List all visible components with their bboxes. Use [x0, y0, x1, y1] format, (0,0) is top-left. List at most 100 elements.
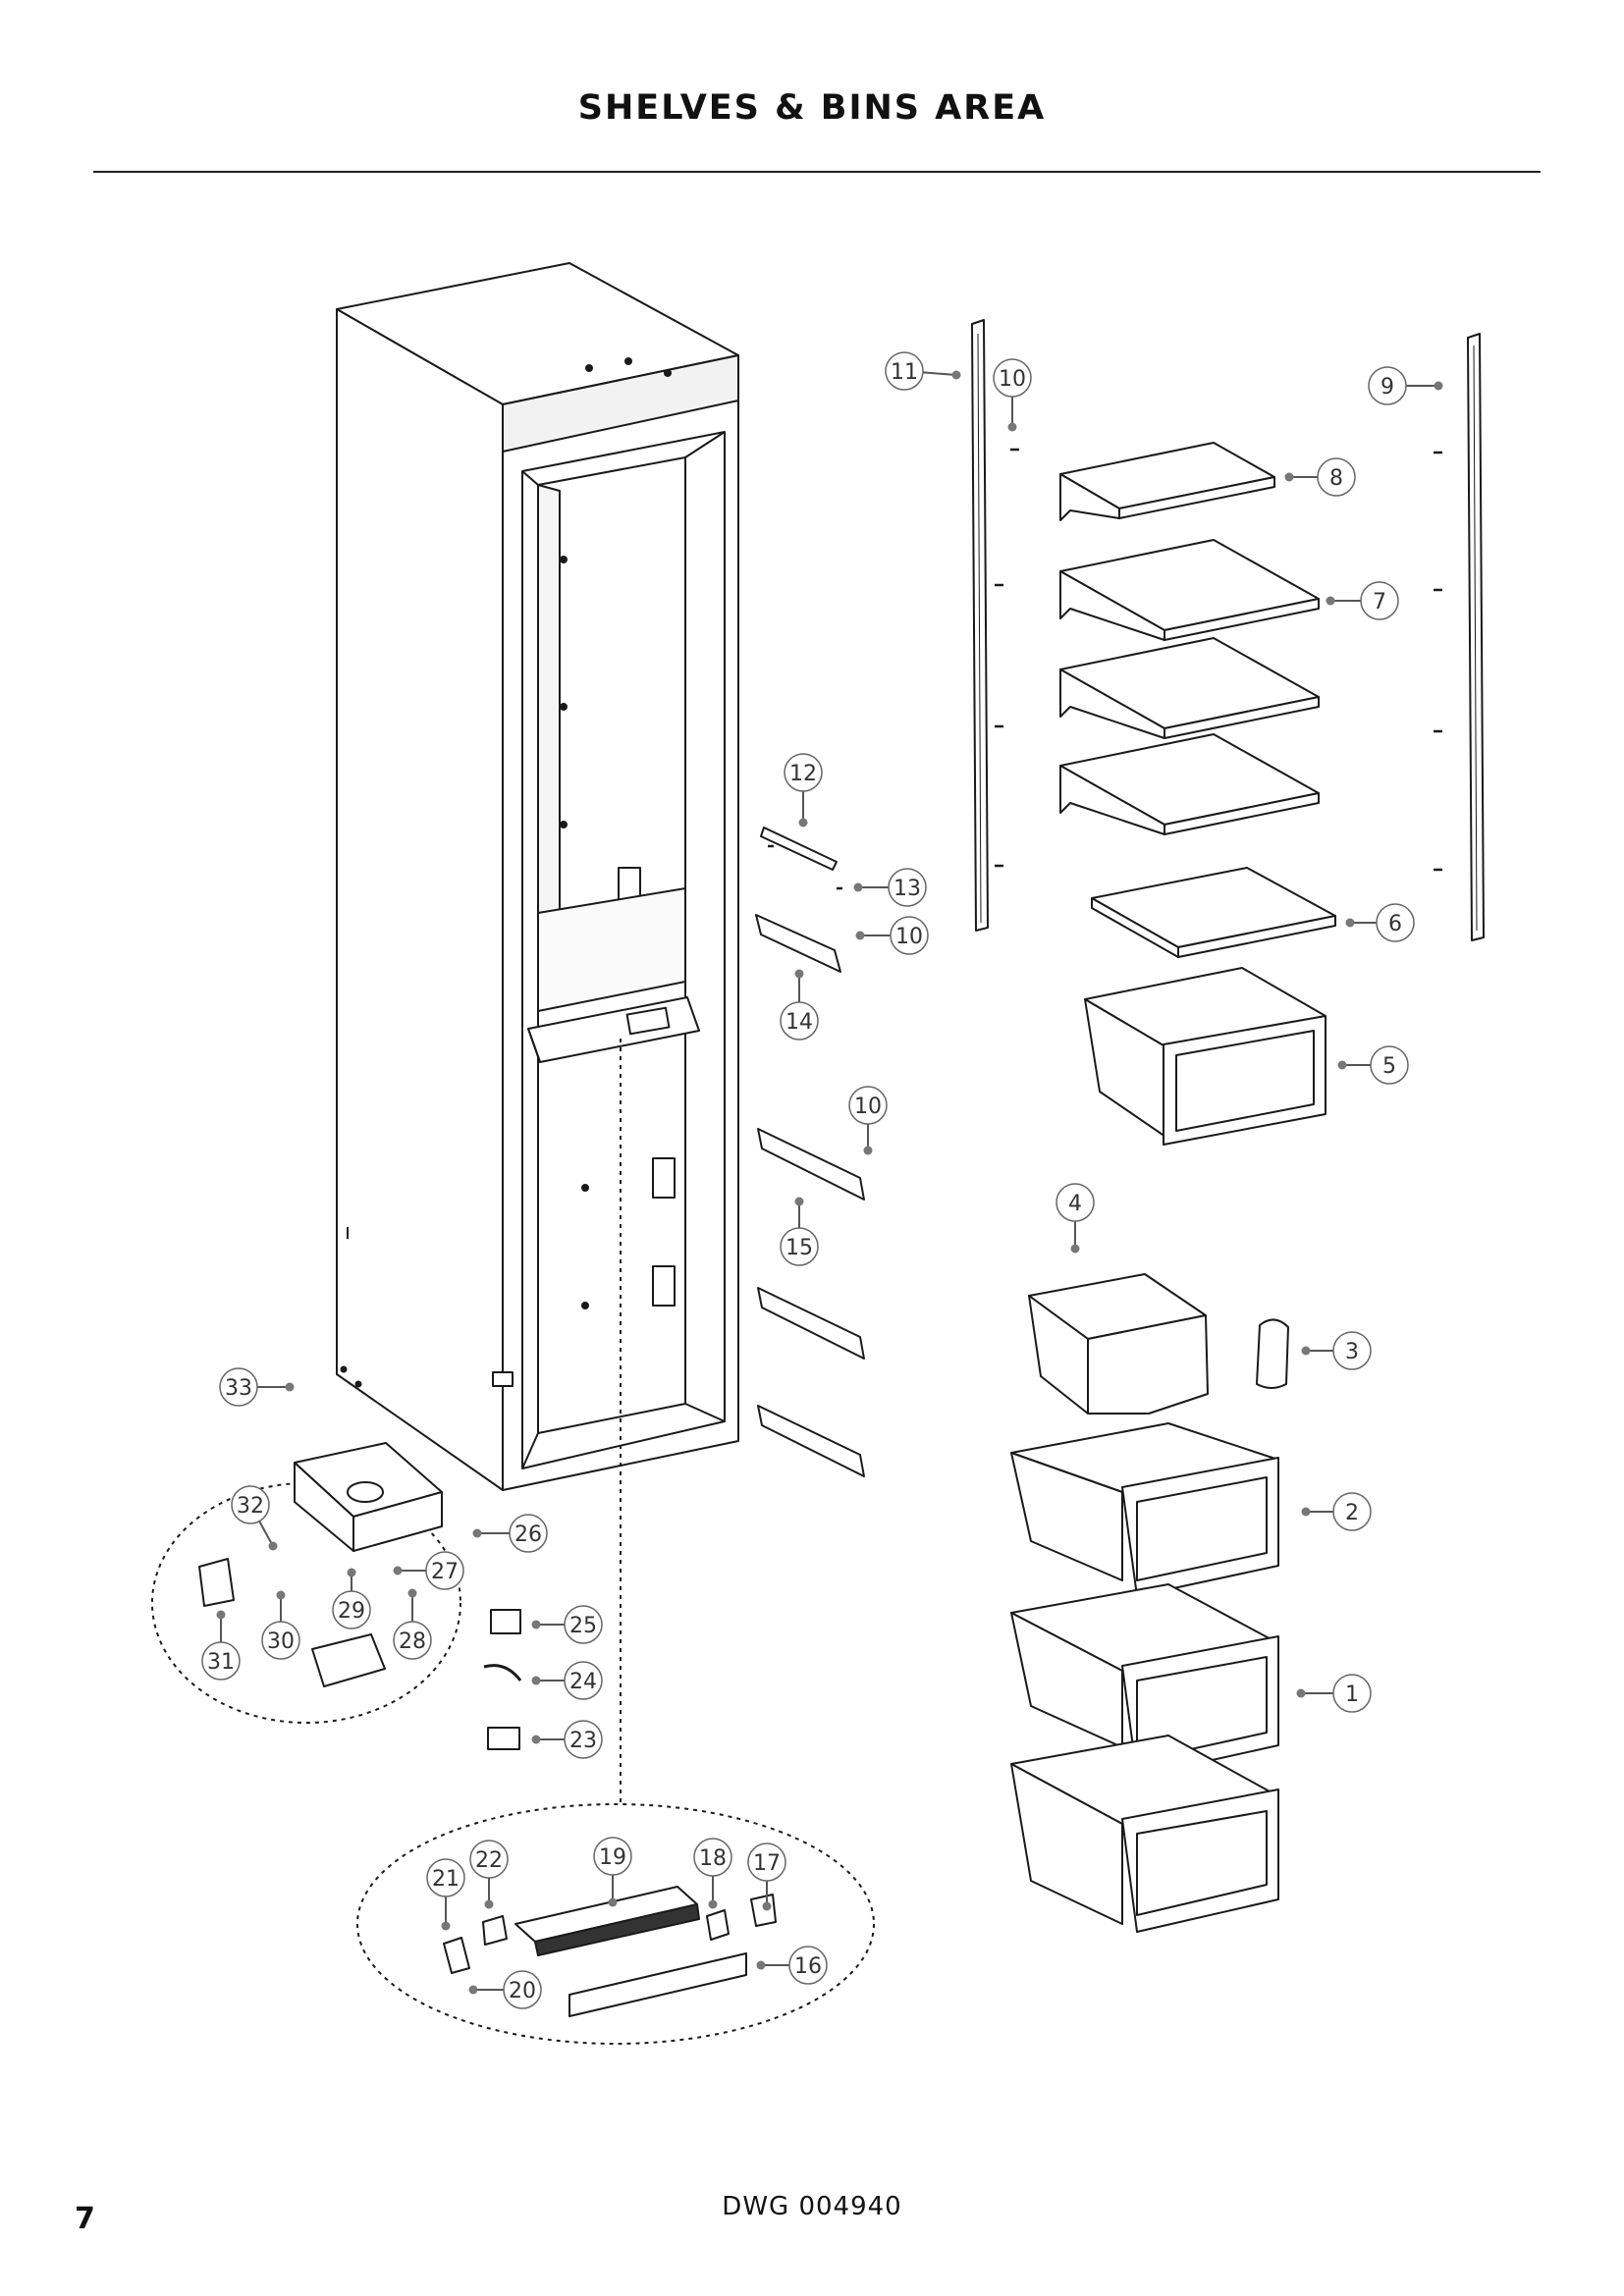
callout-number: 17 [753, 1851, 781, 1876]
callout-number: 15 [785, 1236, 813, 1260]
callout-27: 27 [393, 1551, 464, 1590]
callout-dot [531, 1735, 541, 1744]
callout-circle [788, 1946, 828, 1985]
title-divider [93, 171, 1541, 173]
callout-21: 21 [426, 1858, 465, 1931]
callout-number: 14 [785, 1010, 813, 1035]
callout-dot [1284, 472, 1294, 482]
door-rail-right [1467, 333, 1485, 941]
callout-dot [1326, 596, 1335, 606]
callout-dot [756, 1960, 766, 1970]
callout-10: 10 [855, 916, 929, 955]
callout-dot [1434, 381, 1443, 391]
callout-dot [855, 931, 865, 940]
callout-10: 10 [848, 1086, 888, 1155]
callout-dot [216, 1610, 226, 1620]
drawing-number: DWG 004940 [722, 2192, 902, 2221]
top-shelf [1059, 442, 1275, 521]
glass-shelf-framed [1091, 867, 1336, 958]
page-number: 7 [75, 2202, 95, 2236]
callout-circle [1317, 457, 1356, 497]
callout-circle [1056, 1183, 1095, 1222]
callout-number: 10 [895, 925, 923, 949]
callout-circle [425, 1551, 464, 1590]
glass-shelf [1059, 733, 1320, 835]
callout-32: 32 [231, 1485, 278, 1551]
callout-dot [268, 1541, 278, 1551]
callout-number: 33 [225, 1376, 252, 1401]
door-rail-bracket [757, 1128, 865, 1201]
callout-number: 31 [207, 1650, 235, 1675]
callout-circle [1332, 1331, 1372, 1370]
freezer-drawer [1010, 1735, 1279, 1933]
callout-number: 7 [1373, 590, 1386, 614]
callout-circle [564, 1720, 603, 1759]
callout-3: 3 [1301, 1331, 1372, 1370]
callout-dot [863, 1146, 873, 1155]
callout-circle [564, 1661, 603, 1700]
callout-circle [332, 1590, 371, 1629]
callout-20: 20 [468, 1970, 542, 2009]
callout-11: 11 [885, 351, 961, 391]
callout-dot [853, 882, 863, 892]
callout-number: 9 [1380, 375, 1394, 400]
callout-9: 9 [1368, 366, 1443, 405]
callout-number: 19 [599, 1845, 626, 1870]
refrigerator-cabinet [336, 262, 739, 1491]
callout-circle [1332, 1492, 1372, 1531]
callout-circle [593, 1837, 632, 1876]
callout-8: 8 [1284, 457, 1356, 497]
door-rail-bracket [755, 914, 841, 973]
callout-number: 28 [399, 1629, 426, 1654]
freezer-drawer [1010, 1422, 1279, 1597]
callout-29: 29 [332, 1568, 371, 1629]
callout-dot [608, 1897, 618, 1907]
callout-15: 15 [780, 1197, 819, 1266]
callout-circle [261, 1621, 300, 1660]
callout-7: 7 [1326, 581, 1399, 620]
callout-circle [993, 358, 1032, 398]
callout-leader [258, 1521, 274, 1547]
callout-dot [285, 1382, 295, 1392]
callout-number: 25 [569, 1614, 597, 1638]
callout-number: 18 [699, 1846, 727, 1871]
callout-circle [1370, 1045, 1409, 1085]
callout-number: 8 [1329, 466, 1343, 491]
callout-circle [503, 1970, 542, 2009]
callout-number: 4 [1068, 1192, 1082, 1216]
callout-number: 10 [854, 1095, 882, 1119]
callout-circle [393, 1621, 432, 1660]
callout-leader [922, 371, 957, 376]
callout-22: 22 [469, 1840, 509, 1909]
callout-24: 24 [531, 1661, 603, 1700]
callout-31: 31 [201, 1610, 241, 1681]
callout-circle [219, 1367, 258, 1407]
page-title: SHELVES & BINS AREA [577, 88, 1047, 128]
callout-dot [1337, 1060, 1347, 1070]
callout-circle [747, 1842, 786, 1882]
callout-4: 4 [1056, 1183, 1095, 1254]
callout-12: 12 [784, 753, 823, 828]
callout-circle [784, 753, 823, 792]
callout-19: 19 [593, 1837, 632, 1907]
callout-circle [509, 1514, 548, 1553]
callout-number: 20 [509, 1979, 536, 2003]
callout-number: 11 [891, 360, 918, 385]
callout-dot [407, 1588, 417, 1598]
callout-dot [531, 1620, 541, 1629]
callout-number: 21 [432, 1867, 460, 1892]
callout-dot [1070, 1244, 1080, 1254]
callout-dot [484, 1899, 494, 1909]
callout-group: 1234567891010101112131415161718192021222… [201, 351, 1443, 2009]
callout-dot [762, 1901, 772, 1911]
callout-number: 6 [1388, 912, 1402, 936]
callout-dot [468, 1985, 478, 1995]
callout-circle [564, 1605, 603, 1644]
callout-number: 3 [1345, 1340, 1359, 1364]
callout-dot [441, 1921, 451, 1931]
callout-number: 16 [794, 1954, 822, 1979]
callout-dot [1007, 422, 1017, 432]
callout-dot [1345, 918, 1355, 928]
glass-shelf [1059, 539, 1320, 641]
